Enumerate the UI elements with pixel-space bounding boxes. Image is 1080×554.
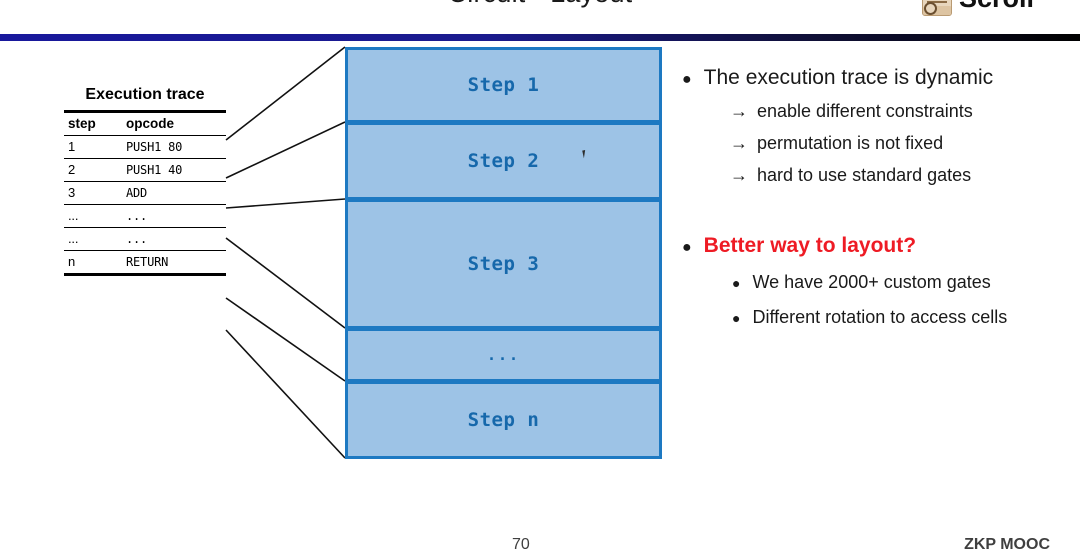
bullet-heading-2-text: Better way to layout? [703,234,917,257]
bullet-heading-2: ● Better way to layout? [682,234,1072,258]
bullet-heading-1-text: The execution trace is dynamic [703,66,994,89]
connector-line [225,297,346,382]
footer-page-number: 70 [512,536,530,553]
step-box-stack: Step 1 Step 2 Step 3 ... Step n [345,47,662,459]
table-row: ... ... [64,204,226,228]
sub-item-dot-2-text: Different rotation to access cells [752,307,1008,327]
cell-opcode: ... [122,204,226,228]
sub-item-arrow-1: → enable different constraints [730,101,1072,122]
cell-step: ... [64,227,122,251]
bullet-dot-icon: ● [682,239,692,256]
bullet-group-better-layout: ● Better way to layout? ● We have 2000+ … [682,234,1072,328]
execution-trace-caption: Execution trace [85,86,205,103]
table-row: 2 PUSH1 40 [64,158,226,182]
table-row: 1 PUSH1 80 [64,135,226,159]
bullet-dot-icon: ● [682,71,692,88]
title-divider [0,34,1080,41]
table-row: ... ... [64,227,226,251]
cell-step: ... [64,204,122,228]
scroll-icon [921,0,952,16]
cell-step: 1 [64,135,122,159]
brand-name: Scroll [959,0,1034,14]
arrow-right-icon: → [730,165,748,185]
bullet-dot-icon: ● [732,310,741,326]
step-box-1[interactable]: Step 1 [345,47,662,123]
cell-opcode: PUSH1 40 [122,158,226,182]
connector-line [225,198,346,209]
bullet-list: ● The execution trace is dynamic → enabl… [682,66,1072,328]
table-row: n RETURN [64,250,226,276]
step-box-n[interactable]: Step n [345,381,662,459]
cell-step: 2 [64,158,122,182]
cell-opcode: ADD [122,181,226,205]
connector-line [225,46,346,141]
cell-step: 3 [64,181,122,205]
page-title: Circuit - Layout [0,0,1080,9]
execution-trace-panel: Execution trace step opcode 1 PUSH1 80 2… [64,86,226,276]
table-row: 3 ADD [64,181,226,205]
brand-logo: Scroll [921,0,1034,16]
sub-item-dot-1: ● We have 2000+ custom gates [732,272,1072,293]
arrow-right-icon: → [730,101,748,121]
sub-item-dot-1-text: We have 2000+ custom gates [752,272,991,292]
footer-brand: ZKP MOOC [964,536,1050,553]
sub-item-arrow-2: → permutation is not fixed [730,133,1072,154]
sub-item-arrow-3: → hard to use standard gates [730,165,1072,186]
step-box-ellipsis[interactable]: ... [345,328,662,382]
cell-opcode: ... [122,227,226,251]
bullet-dot-icon: ● [732,275,741,291]
scroll-knob-icon [923,2,937,15]
step-box-2[interactable]: Step 2 [345,122,662,200]
column-header-step: step [64,110,122,136]
cell-step: n [64,250,122,276]
bullet-heading-1: ● The execution trace is dynamic [682,66,1072,90]
connector-line [225,329,346,459]
step-box-3[interactable]: Step 3 [345,199,662,329]
table-header-row: step opcode [64,110,226,136]
cell-opcode: PUSH1 80 [122,135,226,159]
execution-trace-table: step opcode 1 PUSH1 80 2 PUSH1 40 3 ADD … [64,110,226,276]
sub-item-arrow-3-text: hard to use standard gates [757,165,972,185]
cell-opcode: RETURN [122,250,226,276]
sub-item-arrow-2-text: permutation is not fixed [757,133,944,153]
arrow-right-icon: → [730,133,748,153]
connector-line [225,237,346,329]
column-header-opcode: opcode [122,110,226,136]
sub-item-arrow-1-text: enable different constraints [757,101,973,121]
sub-item-dot-2: ● Different rotation to access cells [732,307,1072,328]
connector-line [225,121,346,179]
bullet-group-dynamic-trace: ● The execution trace is dynamic → enabl… [682,66,1072,186]
